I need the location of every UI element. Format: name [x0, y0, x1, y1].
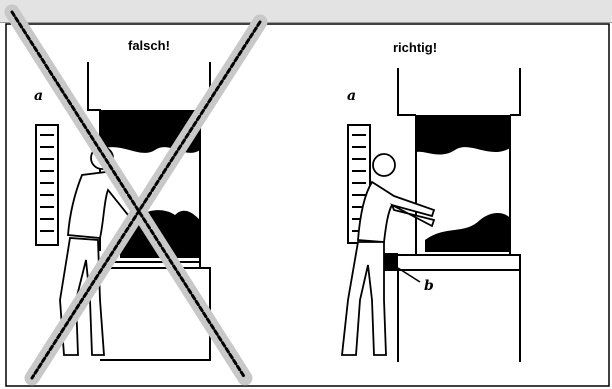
marker-b: b	[424, 278, 434, 294]
cabinet-a-left	[36, 125, 58, 245]
label-falsch: falsch!	[128, 38, 170, 53]
hood-bottom-fill-right	[425, 213, 510, 252]
bench-right	[370, 255, 520, 362]
left-panel-drawing	[12, 12, 260, 378]
hood-top-fill-right	[416, 115, 510, 155]
marker-a-left: a	[34, 88, 43, 104]
marker-a-right: a	[347, 88, 356, 104]
label-richtig: richtig!	[393, 40, 437, 55]
right-panel-drawing	[342, 68, 520, 362]
